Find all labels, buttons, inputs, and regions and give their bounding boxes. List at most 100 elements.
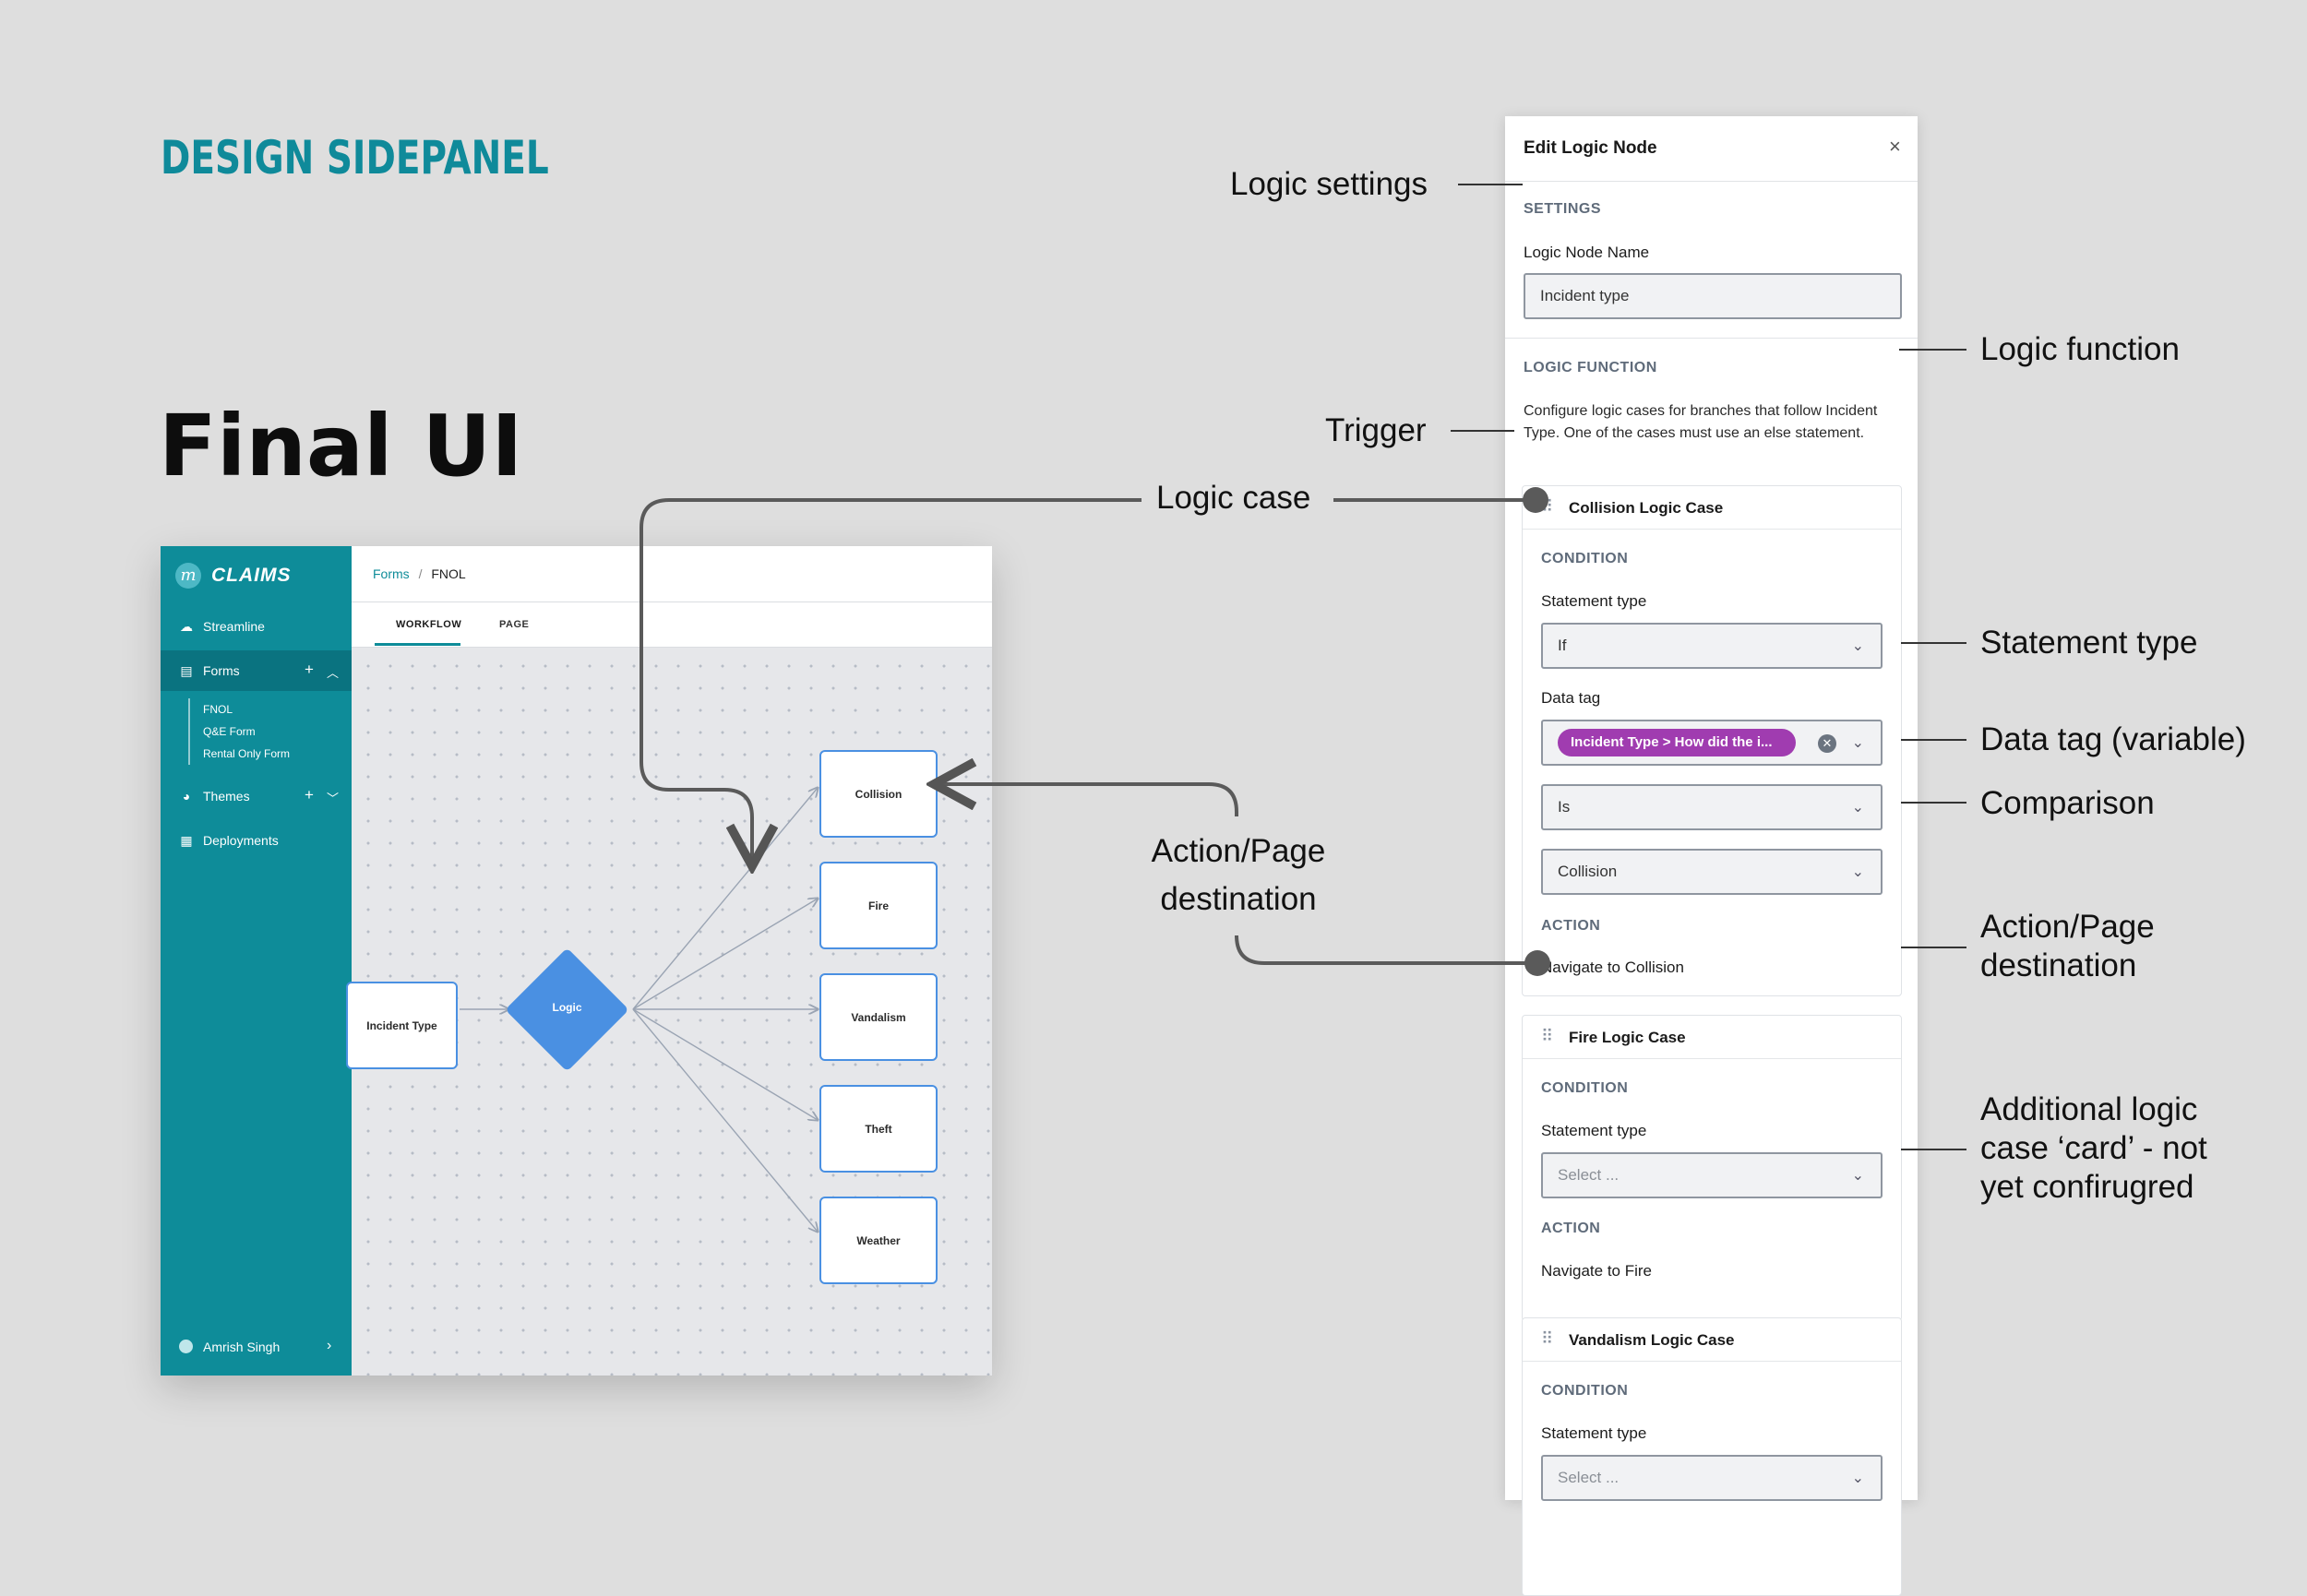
logic-case-card-fire: ⠿ Fire Logic Case CONDITION Statement ty… — [1522, 1015, 1902, 1321]
statement-type-label: Statement type — [1541, 1424, 1647, 1442]
annotation-data-tag: Data tag (variable) — [1980, 721, 2246, 757]
annotation-line: yet confirugred — [1980, 1169, 2194, 1205]
streamline-icon: ☁ — [180, 619, 193, 634]
annotation-line: Additional logic — [1980, 1091, 2198, 1127]
drag-handle-icon[interactable]: ⠿ — [1541, 1329, 1553, 1348]
workflow-canvas[interactable]: Incident Type Logic Collision Fire Vanda… — [346, 648, 992, 1376]
card-header[interactable]: ⠿ Vandalism Logic Case — [1523, 1318, 1901, 1362]
condition-heading: CONDITION — [1541, 1383, 1629, 1399]
select-placeholder: Select ... — [1558, 1166, 1620, 1184]
action-text[interactable]: Navigate to Fire — [1541, 1262, 1652, 1280]
chevron-up-icon[interactable]: ︿ — [327, 666, 340, 680]
divider — [1505, 338, 1918, 339]
annotation-line: case ‘card’ - not — [1980, 1130, 2207, 1166]
user-menu[interactable]: Amrish Singh › — [161, 1328, 352, 1365]
page-heading: DESIGN SIDEPANEL — [161, 131, 549, 185]
select-value: Collision — [1558, 863, 1618, 880]
sidebar-item-streamline[interactable]: ☁ Streamline — [161, 606, 352, 647]
breadcrumb: Forms / FNOL — [373, 566, 466, 581]
tab-page[interactable]: PAGE — [499, 619, 530, 630]
sidebar-item-themes[interactable]: ◕ Themes + ﹀ — [161, 776, 352, 816]
document-icon: ▤ — [180, 663, 193, 678]
topbar: Forms / FNOL — [352, 546, 992, 602]
node-incident-type[interactable]: Incident Type — [346, 982, 458, 1069]
action-heading: ACTION — [1541, 1221, 1601, 1236]
sidebar: m CLAIMS ☁ Streamline ▤ Forms + ︿ FNOL Q… — [161, 546, 352, 1376]
annotation-logic-function: Logic function — [1980, 331, 2180, 367]
node-vandalism[interactable]: Vandalism — [819, 973, 938, 1061]
active-tab-indicator — [375, 643, 460, 646]
chevron-down-icon: ⌄ — [1851, 864, 1864, 880]
tab-bar: WORKFLOW PAGE — [352, 602, 992, 648]
data-tag-select[interactable]: Incident Type > How did the i... ✕ ⌄ — [1541, 720, 1883, 766]
connector-lines — [460, 648, 992, 1376]
annotation-line: destination — [1160, 881, 1317, 917]
breadcrumb-forms[interactable]: Forms — [373, 566, 410, 581]
drag-handle-icon[interactable]: ⠿ — [1541, 1027, 1553, 1045]
close-icon[interactable]: × — [1889, 135, 1901, 158]
tab-workflow[interactable]: WORKFLOW — [396, 619, 462, 630]
sidebar-item-label: Streamline — [203, 619, 265, 634]
chevron-right-icon: › — [327, 1338, 332, 1353]
comparison-select[interactable]: Is ⌄ — [1541, 784, 1883, 830]
annotation-additional-card: Additional logic case ‘card’ - not yet c… — [1980, 1090, 2207, 1207]
node-theft[interactable]: Theft — [819, 1085, 938, 1173]
statement-type-select[interactable]: Select ... ⌄ — [1541, 1152, 1883, 1198]
annotation-line: destination — [1980, 947, 2137, 983]
sidebar-item-label: Themes — [203, 789, 250, 804]
breadcrumb-current: FNOL — [431, 566, 466, 581]
annotation-trigger: Trigger — [1325, 412, 1427, 448]
comparison-value-select[interactable]: Collision ⌄ — [1541, 849, 1883, 895]
logic-node-label: Logic — [552, 1001, 582, 1014]
select-value: Is — [1558, 798, 1571, 816]
subnav-item-fnol[interactable]: FNOL — [203, 703, 233, 716]
subnav-item-rental-only[interactable]: Rental Only Form — [203, 747, 291, 760]
data-tag-chip[interactable]: Incident Type > How did the i... — [1558, 729, 1796, 756]
annotation-logic-settings: Logic settings — [1230, 166, 1428, 202]
chevron-down-icon: ⌄ — [1851, 800, 1864, 816]
statement-type-label: Statement type — [1541, 592, 1647, 610]
chevron-down-icon: ⌄ — [1851, 735, 1864, 751]
avatar — [179, 1340, 193, 1353]
logo-icon: m — [175, 563, 201, 589]
settings-heading: SETTINGS — [1524, 201, 1602, 217]
add-form-icon[interactable]: + — [305, 661, 314, 678]
logic-function-heading: LOGIC FUNCTION — [1524, 360, 1657, 375]
card-title: Fire Logic Case — [1569, 1029, 1686, 1046]
sidebar-item-deployments[interactable]: ▦ Deployments — [161, 820, 352, 861]
edit-logic-side-panel: Edit Logic Node × SETTINGS Logic Node Na… — [1505, 116, 1918, 1596]
sidebar-item-label: Forms — [203, 663, 240, 678]
statement-type-label: Statement type — [1541, 1122, 1647, 1139]
card-header[interactable]: ⠿ Collision Logic Case — [1523, 486, 1901, 530]
annotation-statement-type: Statement type — [1980, 625, 2198, 661]
logic-node-name-input[interactable]: Incident type — [1524, 273, 1902, 319]
deployments-icon: ▦ — [180, 833, 193, 848]
clear-icon[interactable]: ✕ — [1818, 734, 1836, 753]
statement-type-select[interactable]: If ⌄ — [1541, 623, 1883, 669]
select-placeholder: Select ... — [1558, 1469, 1620, 1486]
app-logo: CLAIMS — [211, 565, 292, 586]
card-header[interactable]: ⠿ Fire Logic Case — [1523, 1016, 1901, 1059]
annotation-logic-case: Logic case — [1156, 480, 1311, 516]
node-fire[interactable]: Fire — [819, 862, 938, 949]
palette-icon: ◕ — [182, 789, 191, 804]
chevron-down-icon[interactable]: ﹀ — [327, 792, 340, 805]
subnav-item-qe-form[interactable]: Q&E Form — [203, 725, 256, 738]
forms-subnav: FNOL Q&E Form Rental Only Form — [188, 698, 290, 765]
card-title: Collision Logic Case — [1569, 499, 1724, 517]
action-text[interactable]: Navigate to Collision — [1541, 959, 1684, 976]
sidebar-item-label: Deployments — [203, 833, 279, 848]
logic-case-card-collision: ⠿ Collision Logic Case CONDITION Stateme… — [1522, 485, 1902, 996]
card-title: Vandalism Logic Case — [1569, 1331, 1735, 1349]
sidebar-item-forms[interactable]: ▤ Forms + ︿ — [161, 650, 352, 691]
annotation-comparison: Comparison — [1980, 785, 2155, 821]
node-weather[interactable]: Weather — [819, 1197, 938, 1284]
chevron-down-icon: ⌄ — [1851, 638, 1864, 654]
panel-title: Edit Logic Node — [1524, 138, 1657, 158]
logic-node-name-label: Logic Node Name — [1524, 244, 1650, 261]
annotation-line: Action/Page — [1151, 833, 1326, 869]
add-theme-icon[interactable]: + — [305, 786, 314, 804]
action-heading: ACTION — [1541, 918, 1601, 934]
app-mockup: m CLAIMS ☁ Streamline ▤ Forms + ︿ FNOL Q… — [161, 546, 992, 1376]
annotation-action-page-left: Action/Page destination — [1139, 832, 1338, 919]
